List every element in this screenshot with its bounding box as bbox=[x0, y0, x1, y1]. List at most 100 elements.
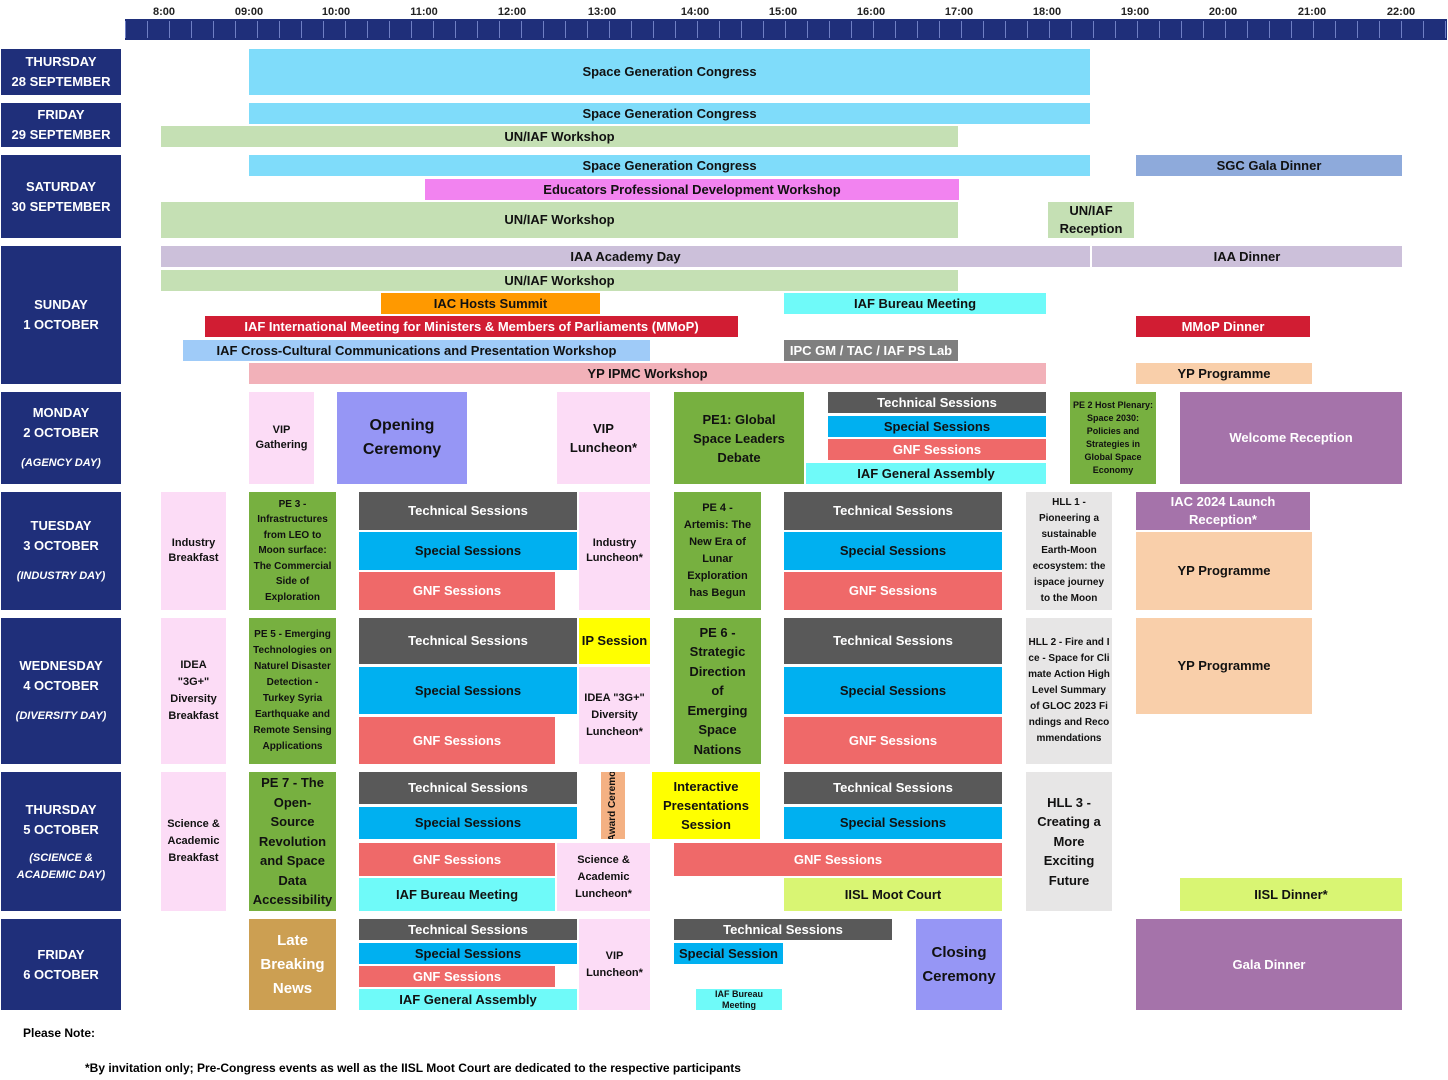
event-block[interactable]: Welcome Reception bbox=[1180, 392, 1402, 484]
event-block[interactable]: Space Generation Congress bbox=[249, 155, 1090, 176]
event-block[interactable]: GNF Sessions bbox=[784, 572, 1002, 610]
event-block[interactable]: PE 5 - Emerging Technologies on Naturel … bbox=[249, 618, 336, 764]
event-block[interactable]: Technical Sessions bbox=[359, 492, 577, 530]
event-block[interactable]: IAF Cross-Cultural Communications and Pr… bbox=[183, 340, 650, 361]
event-label: Closing Ceremony bbox=[922, 943, 996, 985]
event-block[interactable]: IAF General Assembly bbox=[806, 463, 1046, 484]
event-block[interactable]: Technical Sessions bbox=[359, 772, 577, 804]
event-block[interactable]: UN/IAF Reception bbox=[1048, 202, 1134, 238]
event-block[interactable]: Technical Sessions bbox=[674, 919, 892, 940]
event-block[interactable]: IAA Academy Day bbox=[161, 246, 1090, 267]
day-header-sunday-1-october: SUNDAY 1 OCTOBER bbox=[1, 246, 121, 384]
event-block[interactable]: Special Sessions bbox=[784, 807, 1002, 839]
event-block[interactable]: IP Award Ceremony bbox=[601, 772, 625, 839]
day-header-thursday-5-october: THURSDAY 5 OCTOBER (SCIENCE & ACADEMIC D… bbox=[1, 772, 121, 911]
event-block[interactable]: Special Sessions bbox=[359, 943, 577, 964]
event-block[interactable]: Technical Sessions bbox=[784, 772, 1002, 804]
event-block[interactable]: IISL Dinner* bbox=[1180, 878, 1402, 911]
event-block[interactable]: PE 2 Host Plenary: Space 2030: Policies … bbox=[1070, 392, 1156, 484]
event-block[interactable]: Technical Sessions bbox=[359, 919, 577, 940]
event-block[interactable]: Special Sessions bbox=[359, 667, 577, 714]
event-block[interactable]: Closing Ceremony bbox=[916, 919, 1002, 1010]
event-block[interactable]: GNF Sessions bbox=[359, 572, 555, 610]
event-block[interactable]: IDEA "3G+" Diversity Luncheon* bbox=[579, 667, 650, 764]
day-name: SATURDAY bbox=[25, 178, 97, 194]
event-block[interactable]: Special Sessions bbox=[784, 532, 1002, 570]
event-block[interactable]: IAF Bureau Meeting bbox=[784, 293, 1046, 314]
event-block[interactable]: IAF International Meeting for Ministers … bbox=[205, 316, 738, 337]
event-block[interactable]: Science & Academic Luncheon* bbox=[557, 843, 650, 911]
day-date: 2 OCTOBER bbox=[23, 425, 99, 440]
event-block[interactable]: PE1: Global Space Leaders Debate bbox=[674, 392, 804, 484]
event-block[interactable]: UN/IAF Workshop bbox=[161, 270, 958, 291]
event-block[interactable]: IDEA "3G+" Diversity Breakfast bbox=[161, 618, 226, 764]
event-block[interactable]: Special Session bbox=[674, 943, 783, 964]
event-block[interactable]: Technical Sessions bbox=[784, 618, 1002, 664]
event-block[interactable]: IAF Bureau Meeting bbox=[359, 878, 555, 911]
event-block[interactable]: PE 4 - Artemis: The New Era of Lunar Exp… bbox=[674, 492, 761, 610]
event-block[interactable]: Late Breaking News bbox=[249, 919, 336, 1010]
day-theme: (INDUSTRY DAY) bbox=[16, 570, 106, 582]
event-block[interactable]: Opening Ceremony bbox=[337, 392, 467, 484]
timeline-tick bbox=[1401, 21, 1402, 38]
event-block[interactable]: Special Sessions bbox=[784, 667, 1002, 714]
event-label: IAA Dinner bbox=[1213, 248, 1281, 264]
event-block[interactable]: Space Generation Congress bbox=[249, 49, 1090, 95]
event-block[interactable]: IAA Dinner bbox=[1092, 246, 1402, 267]
event-block[interactable]: GNF Sessions bbox=[828, 439, 1046, 460]
event-block[interactable]: PE 7 - The Open-Source Revolution and Sp… bbox=[249, 772, 336, 911]
event-block[interactable]: Space Generation Congress bbox=[249, 103, 1090, 124]
event-block[interactable]: YP Programme bbox=[1136, 618, 1312, 714]
event-label: GNF Sessions bbox=[412, 968, 502, 984]
event-label: GNF Sessions bbox=[848, 583, 938, 598]
event-block[interactable]: Educators Professional Development Works… bbox=[425, 179, 959, 200]
event-block[interactable]: Technical Sessions bbox=[828, 392, 1046, 413]
event-block[interactable]: IAF Bureau Meeting bbox=[696, 989, 782, 1010]
event-block[interactable]: IISL Moot Court bbox=[784, 878, 1002, 911]
day-date: 6 OCTOBER bbox=[23, 966, 99, 982]
event-block[interactable]: GNF Sessions bbox=[359, 843, 555, 876]
timeline-tick bbox=[1247, 21, 1248, 38]
event-block[interactable]: VIP Luncheon* bbox=[579, 919, 650, 1010]
timeline-tick bbox=[345, 21, 346, 38]
event-block[interactable]: PE 6 - Strategic Direction of Emerging S… bbox=[674, 618, 761, 764]
event-block[interactable]: SGC Gala Dinner bbox=[1136, 155, 1402, 176]
event-block[interactable]: VIP Luncheon* bbox=[557, 392, 650, 484]
event-block[interactable]: Special Sessions bbox=[828, 416, 1046, 437]
event-block[interactable]: IP Session bbox=[579, 618, 650, 664]
event-label: Gala Dinner bbox=[1232, 956, 1306, 972]
event-block[interactable]: GNF Sessions bbox=[784, 717, 1002, 764]
event-block[interactable]: YP Programme bbox=[1136, 532, 1312, 610]
event-label: Technical Sessions bbox=[408, 780, 528, 795]
event-block[interactable]: VIP Gathering bbox=[249, 392, 314, 484]
event-block[interactable]: YP Programme bbox=[1136, 363, 1312, 384]
event-block[interactable]: UN/IAF Workshop bbox=[161, 202, 958, 238]
event-block[interactable]: UN/IAF Workshop bbox=[161, 126, 958, 147]
event-block[interactable]: Science & Academic Breakfast bbox=[161, 772, 226, 911]
event-block[interactable]: GNF Sessions bbox=[359, 717, 555, 764]
event-block[interactable]: HLL 1 - Pioneering a sustainable Earth-M… bbox=[1026, 492, 1112, 610]
event-block[interactable]: Industry Breakfast bbox=[161, 492, 226, 610]
event-block[interactable]: Gala Dinner bbox=[1136, 919, 1402, 1010]
event-block[interactable]: Industry Luncheon* bbox=[579, 492, 650, 610]
event-block[interactable]: HLL 3 - Creating a More Exciting Future bbox=[1026, 772, 1112, 911]
event-block[interactable]: Technical Sessions bbox=[784, 492, 1002, 530]
event-block[interactable]: Technical Sessions bbox=[359, 618, 577, 664]
event-block[interactable]: Interactive Presentations Session bbox=[652, 772, 760, 839]
event-block[interactable]: IPC GM / TAC / IAF PS Lab bbox=[784, 340, 958, 361]
event-block[interactable]: YP IPMC Workshop bbox=[249, 363, 1046, 384]
event-label: IAF Cross-Cultural Communications and Pr… bbox=[216, 342, 617, 358]
timeline-tick bbox=[367, 21, 368, 38]
event-block[interactable]: Special Sessions bbox=[359, 532, 577, 570]
event-block[interactable]: MMoP Dinner bbox=[1136, 316, 1310, 337]
event-block[interactable]: HLL 2 - Fire and Ice - Space for Climate… bbox=[1026, 618, 1112, 764]
event-block[interactable]: GNF Sessions bbox=[359, 966, 555, 987]
event-block[interactable]: IAF General Assembly bbox=[359, 989, 577, 1010]
event-block[interactable]: GNF Sessions bbox=[674, 843, 1002, 876]
event-block[interactable]: Special Sessions bbox=[359, 807, 577, 839]
event-label: GNF Sessions bbox=[892, 441, 982, 457]
event-block[interactable]: PE 3 - Infrastructures from LEO to Moon … bbox=[249, 492, 336, 610]
notes-heading: Please Note: bbox=[23, 1026, 96, 1040]
event-block[interactable]: IAC Hosts Summit bbox=[381, 293, 600, 314]
event-block[interactable]: IAC 2024 Launch Reception* bbox=[1136, 492, 1310, 530]
